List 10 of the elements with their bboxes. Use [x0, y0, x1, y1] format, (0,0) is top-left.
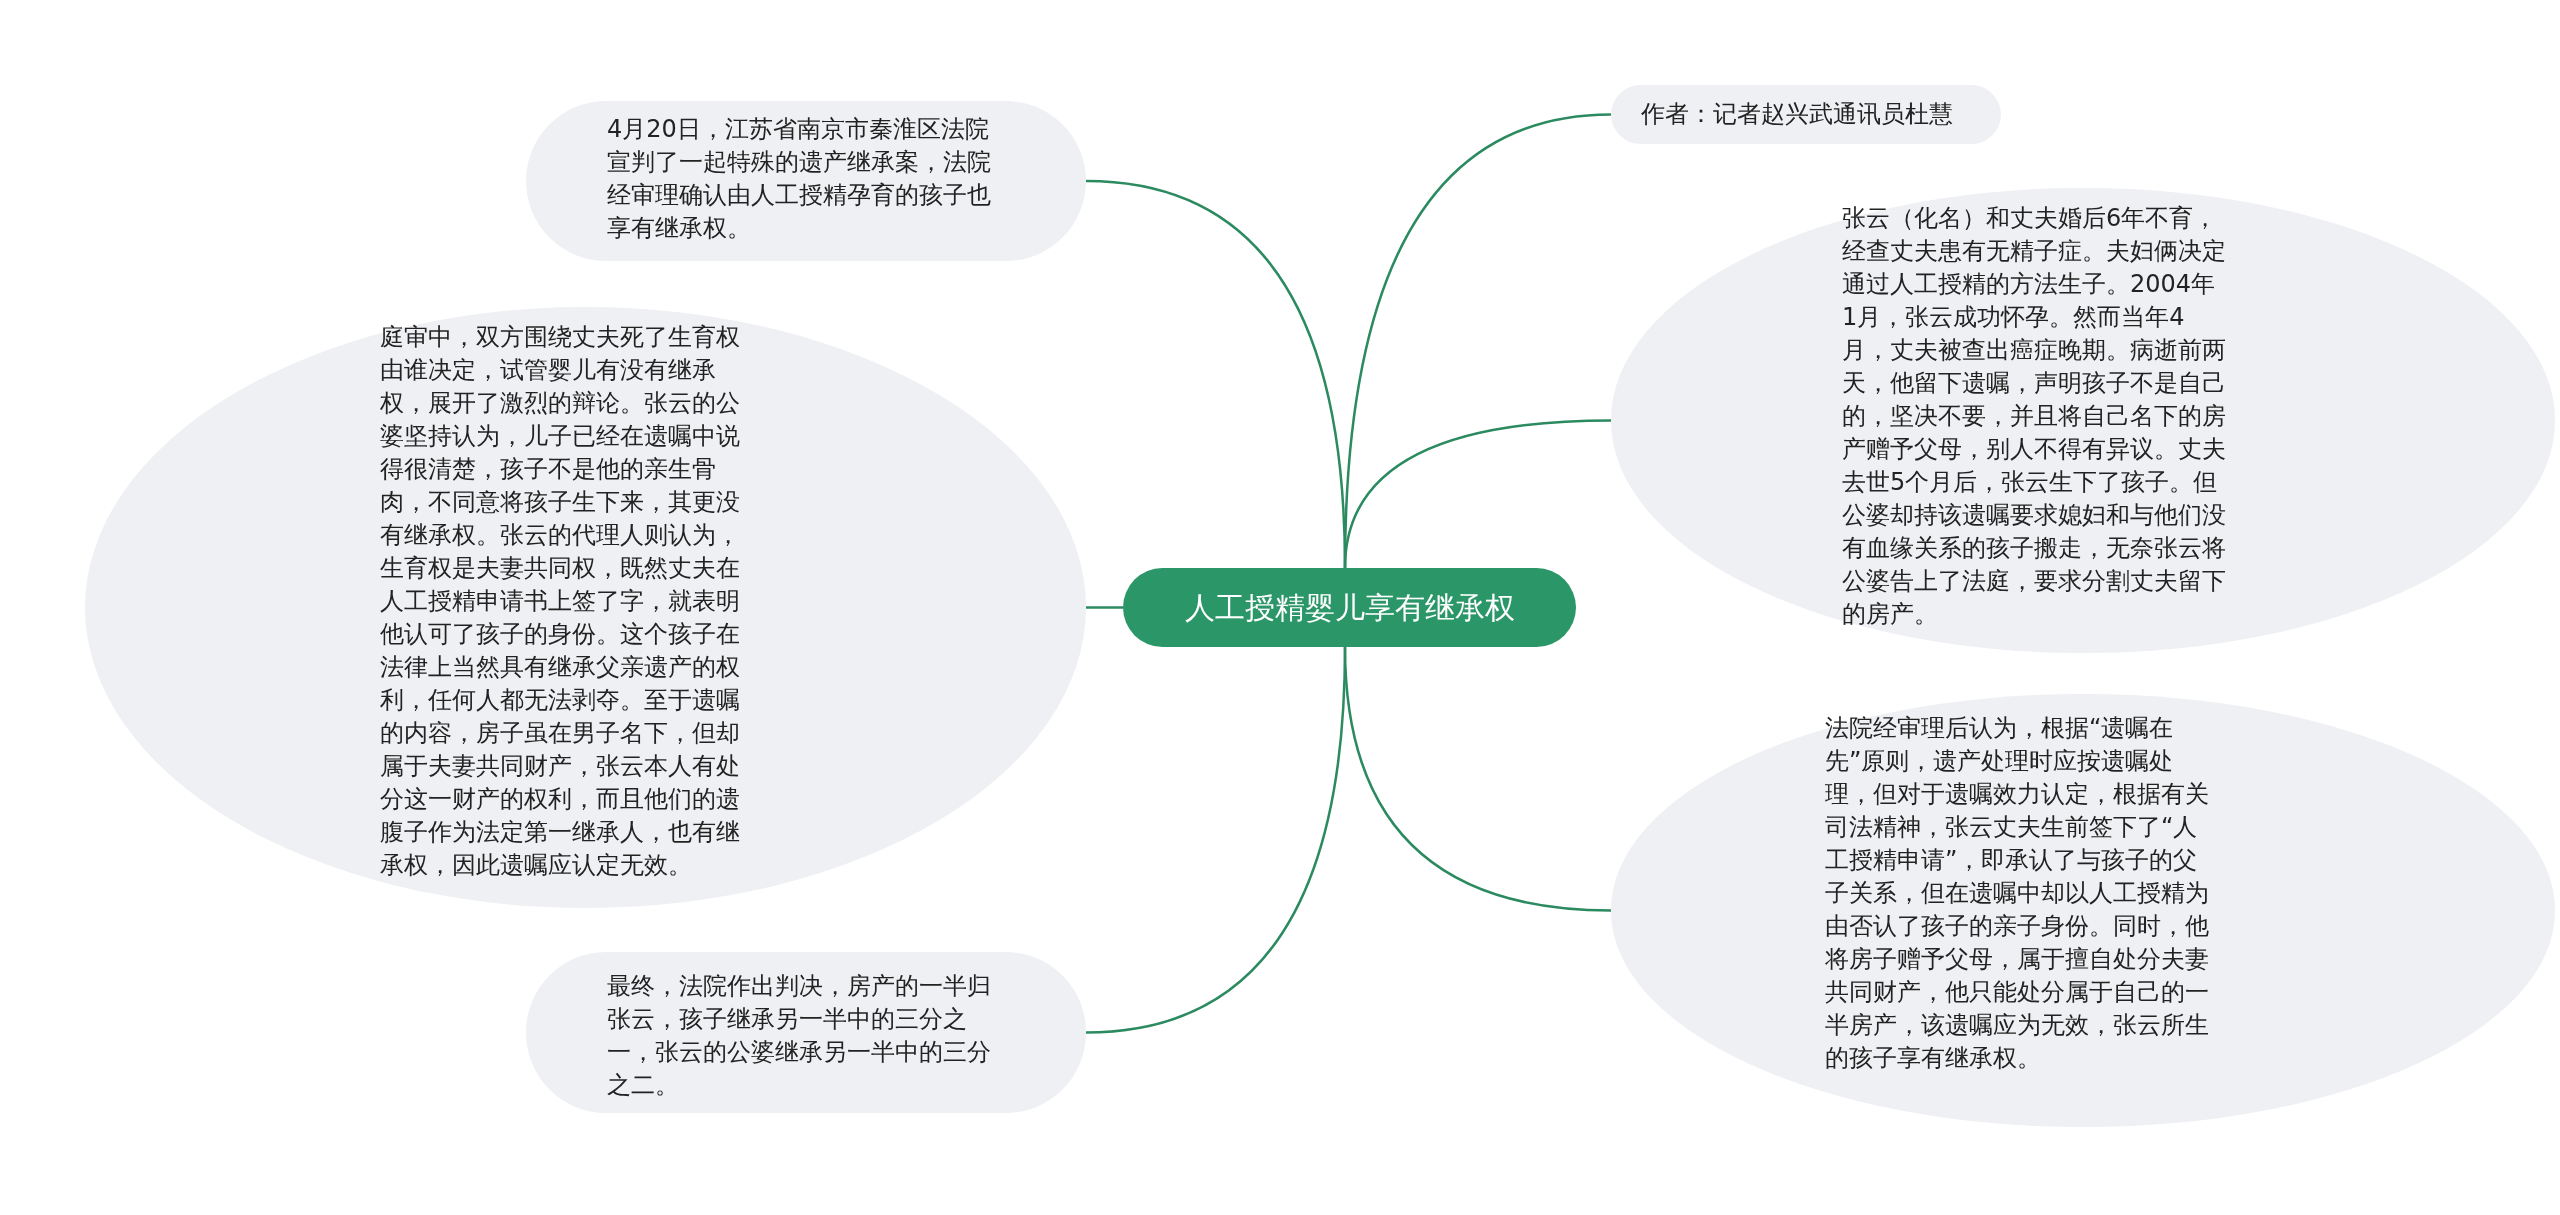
connector — [1343, 419, 1612, 569]
topic-bubble: 4月20日，江苏省南京市秦淮区法院宣判了一起特殊的遗产继承案，法院经审理确认由人工授精孕育的孩子也享有继承权。 — [526, 101, 1086, 261]
topic-bubble: 庭审中，双方围绕丈夫死了生育权由谁决定，试管婴儿有没有继承权，展开了激烈的辩论。张云的公婆坚持认为，儿子已经在遗嘱中说得很清楚，孩子不是他的亲生骨肉，不同意将孩子生下来，其更没有继承权。张云的代理人则认为，生育权是夫妻共同权，既然丈夫在人工授精申请书上签了字，就表明他认可了孩子的身份。这个孩子在法律上当然具有继承父亲遗产的权利，任何人都无法剥夺。至于遗嘱的内容，房子虽在男子名下，但却属于夫妻共同财产，张云本人有处分这一财产的权利，而且他们的遗腹子作为法定第一继承人，也有继承权，因此遗嘱应认定无效。 — [85, 307, 1086, 908]
topic-bubble: 法院经审理后认为，根据“遗嘱在先”原则，遗产处理时应按遗嘱处理，但对于遗嘱效力认定，根据有关司法精神，张云丈夫生前签下了“人工授精申请”，即承认了与孩子的父子关系，但在遗嘱中却以人工授精为由否认了孩子的亲子身份。同时，他将房子赠予父母，属于擅自处分夫妻共同财产，他只能处分属于自己的一半房产，该遗嘱应为无效，张云所生的孩子享有继承权。 — [1611, 694, 2555, 1127]
connector — [1086, 606, 1123, 609]
topic-bubble: 作者：记者赵兴武通讯员杜慧 — [1611, 85, 2001, 144]
connector — [1085, 646, 1347, 1034]
topic-bubble: 最终，法院作出判决，房产的一半归张云，孩子继承另一半中的三分之一，张云的公婆继承另一半中的三分之二。 — [526, 952, 1086, 1113]
topic-bubble: 张云（化名）和丈夫婚后6年不育，经查丈夫患有无精子症。夫妇俩决定通过人工授精的方法生子。2004年1月，张云成功怀孕。然而当年4月，丈夫被查出癌症晚期。病逝前两天，他留下遗嘱，声明孩子不是自己的，坚决不要，并且将自己名下的房产赠予父母，别人不得有异议。丈夫去世5个月后，张云生下了孩子。但公婆却持该遗嘱要求媳妇和与他们没有血缘关系的孩子搬走，无奈张云将公婆告上了法庭，要求分割丈夫留下的房产。 — [1611, 188, 2555, 653]
central-topic: 人工授精婴儿享有继承权 — [1123, 568, 1576, 647]
